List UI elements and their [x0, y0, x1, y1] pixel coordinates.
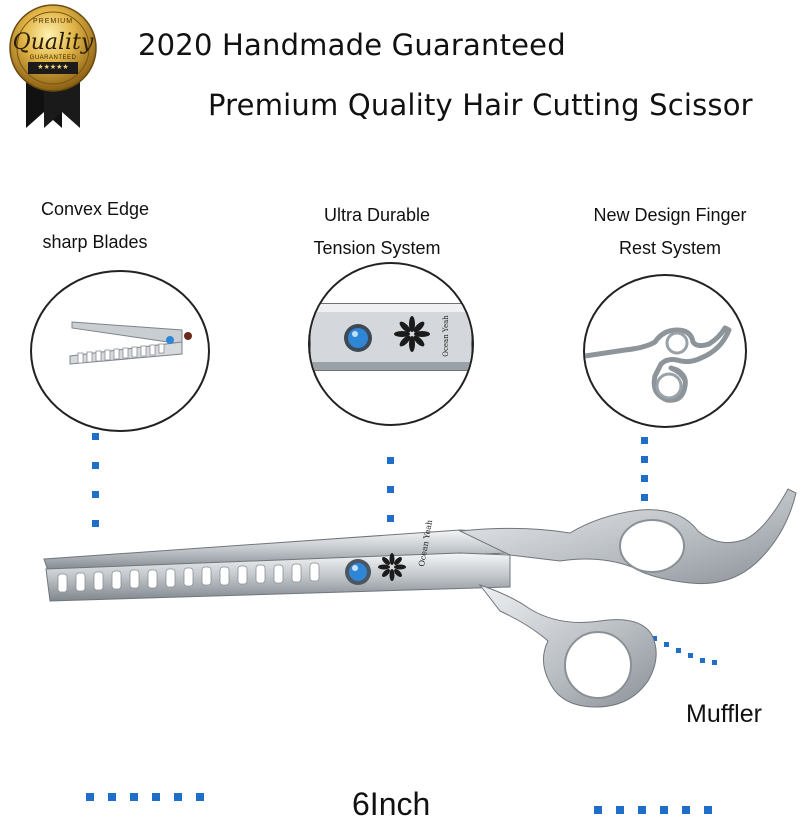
blades-closeup-icon	[69, 321, 192, 365]
muffler-dot	[664, 642, 669, 647]
bottom-dot	[682, 806, 690, 814]
connector-dot	[387, 515, 394, 522]
bottom-dot	[196, 793, 204, 801]
feature-label-blades-line-2: sharp Blades	[42, 232, 148, 252]
feature-label-finger-rest: New Design Finger Rest System	[572, 199, 768, 265]
headline-line-2: Premium Quality Hair Cutting Scissor	[208, 88, 753, 122]
tension-engraving: Ocean Yeah	[442, 315, 450, 357]
connector-dot	[92, 433, 99, 440]
connector-dot	[387, 486, 394, 493]
badge-stars: ★★★★★	[37, 64, 69, 71]
badge-script-text: Quality	[12, 30, 94, 55]
tension-closeup-icon: Ocean Yeah	[310, 303, 472, 371]
feature-label-tension: Ultra Durable Tension System	[282, 199, 472, 265]
bottom-dot	[108, 793, 116, 801]
bottom-dot	[616, 806, 624, 814]
bottom-dot	[638, 806, 646, 814]
headline-line-1: 2020 Handmade Guaranteed	[138, 28, 566, 62]
bottom-dot	[86, 793, 94, 801]
connector-dot	[641, 494, 648, 501]
muffler-label: Muffler	[686, 700, 762, 728]
finger-rest-closeup-icon	[585, 325, 732, 403]
muffler-dot	[688, 653, 693, 658]
thinning-scissor-image: Ocean Yeah	[40, 475, 800, 775]
connector-dot	[641, 437, 648, 444]
connector-dot	[92, 462, 99, 469]
size-label: 6Inch	[352, 786, 431, 822]
muffler-dot	[652, 636, 657, 641]
feature-label-blades: Convex Edge sharp Blades	[10, 193, 180, 259]
bottom-dot	[174, 793, 182, 801]
connector-dot	[92, 520, 99, 527]
badge-bottom-text: GUARANTEED	[29, 55, 77, 61]
quality-badge-icon	[9, 4, 97, 128]
muffler-dot	[712, 660, 717, 665]
blades-closeup-circle	[30, 270, 210, 432]
bottom-dot	[704, 806, 712, 814]
muffler-dot	[676, 648, 681, 653]
muffler-dot	[700, 658, 705, 663]
connector-dot	[387, 457, 394, 464]
connector-dot	[641, 456, 648, 463]
feature-label-tension-line-2: Tension System	[313, 238, 441, 258]
bottom-dot	[660, 806, 668, 814]
quality-badge: PREMIUM Quality GUARANTEED ★★★★★	[4, 4, 102, 130]
feature-label-finger-rest-line-2: Rest System	[618, 238, 722, 258]
connector-dot	[641, 475, 648, 482]
thinning-scissor-icon: Ocean Yeah	[43, 488, 797, 708]
feature-label-blades-line-1: Convex Edge	[40, 199, 150, 219]
finger-rest-closeup-circle	[583, 274, 747, 428]
feature-label-finger-rest-line-1: New Design Finger	[593, 205, 747, 225]
bottom-dot	[152, 793, 160, 801]
tension-closeup-circle: Ocean Yeah	[308, 262, 474, 426]
badge-top-text: PREMIUM	[32, 18, 74, 25]
bottom-dot	[130, 793, 138, 801]
connector-dot	[92, 491, 99, 498]
bottom-dot	[594, 806, 602, 814]
feature-label-tension-line-1: Ultra Durable	[323, 205, 431, 225]
